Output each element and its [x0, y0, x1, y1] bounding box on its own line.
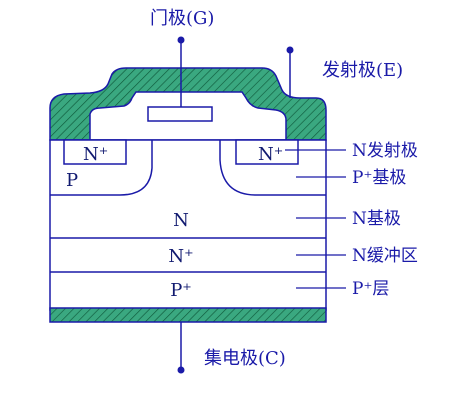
gate-label: 门极(G): [150, 8, 214, 29]
emitter-terminal: [286, 46, 294, 54]
emitter-label: 发射极(E): [322, 60, 403, 81]
p-base-right: [219, 140, 326, 196]
region-p-plus-layer: P⁺: [170, 280, 192, 301]
region-n-plus-right: N⁺: [258, 144, 283, 165]
collector-label: 集电极(C): [204, 348, 286, 369]
n-buffer-label: N缓冲区: [352, 246, 418, 266]
n-emitter-label: N发射极: [352, 141, 418, 161]
collector-metal: [49, 307, 327, 323]
p-base-label: P⁺基极: [352, 168, 406, 188]
region-n: N: [173, 210, 189, 231]
n-plus-well-left: [63, 139, 127, 165]
gate-electrode: [147, 106, 213, 122]
p-base-left: [50, 140, 153, 196]
n-plus-well-right: [235, 139, 299, 165]
p-layer-label: P⁺层: [352, 279, 389, 299]
collector-terminal: [177, 366, 185, 374]
region-n-plus-buffer: N⁺: [168, 246, 193, 267]
n-base-label: N基极: [352, 209, 401, 229]
region-n-plus-left: N⁺: [83, 144, 108, 165]
silicon-body: [49, 139, 327, 311]
gate-terminal: [177, 36, 185, 44]
region-p: P: [66, 170, 78, 191]
